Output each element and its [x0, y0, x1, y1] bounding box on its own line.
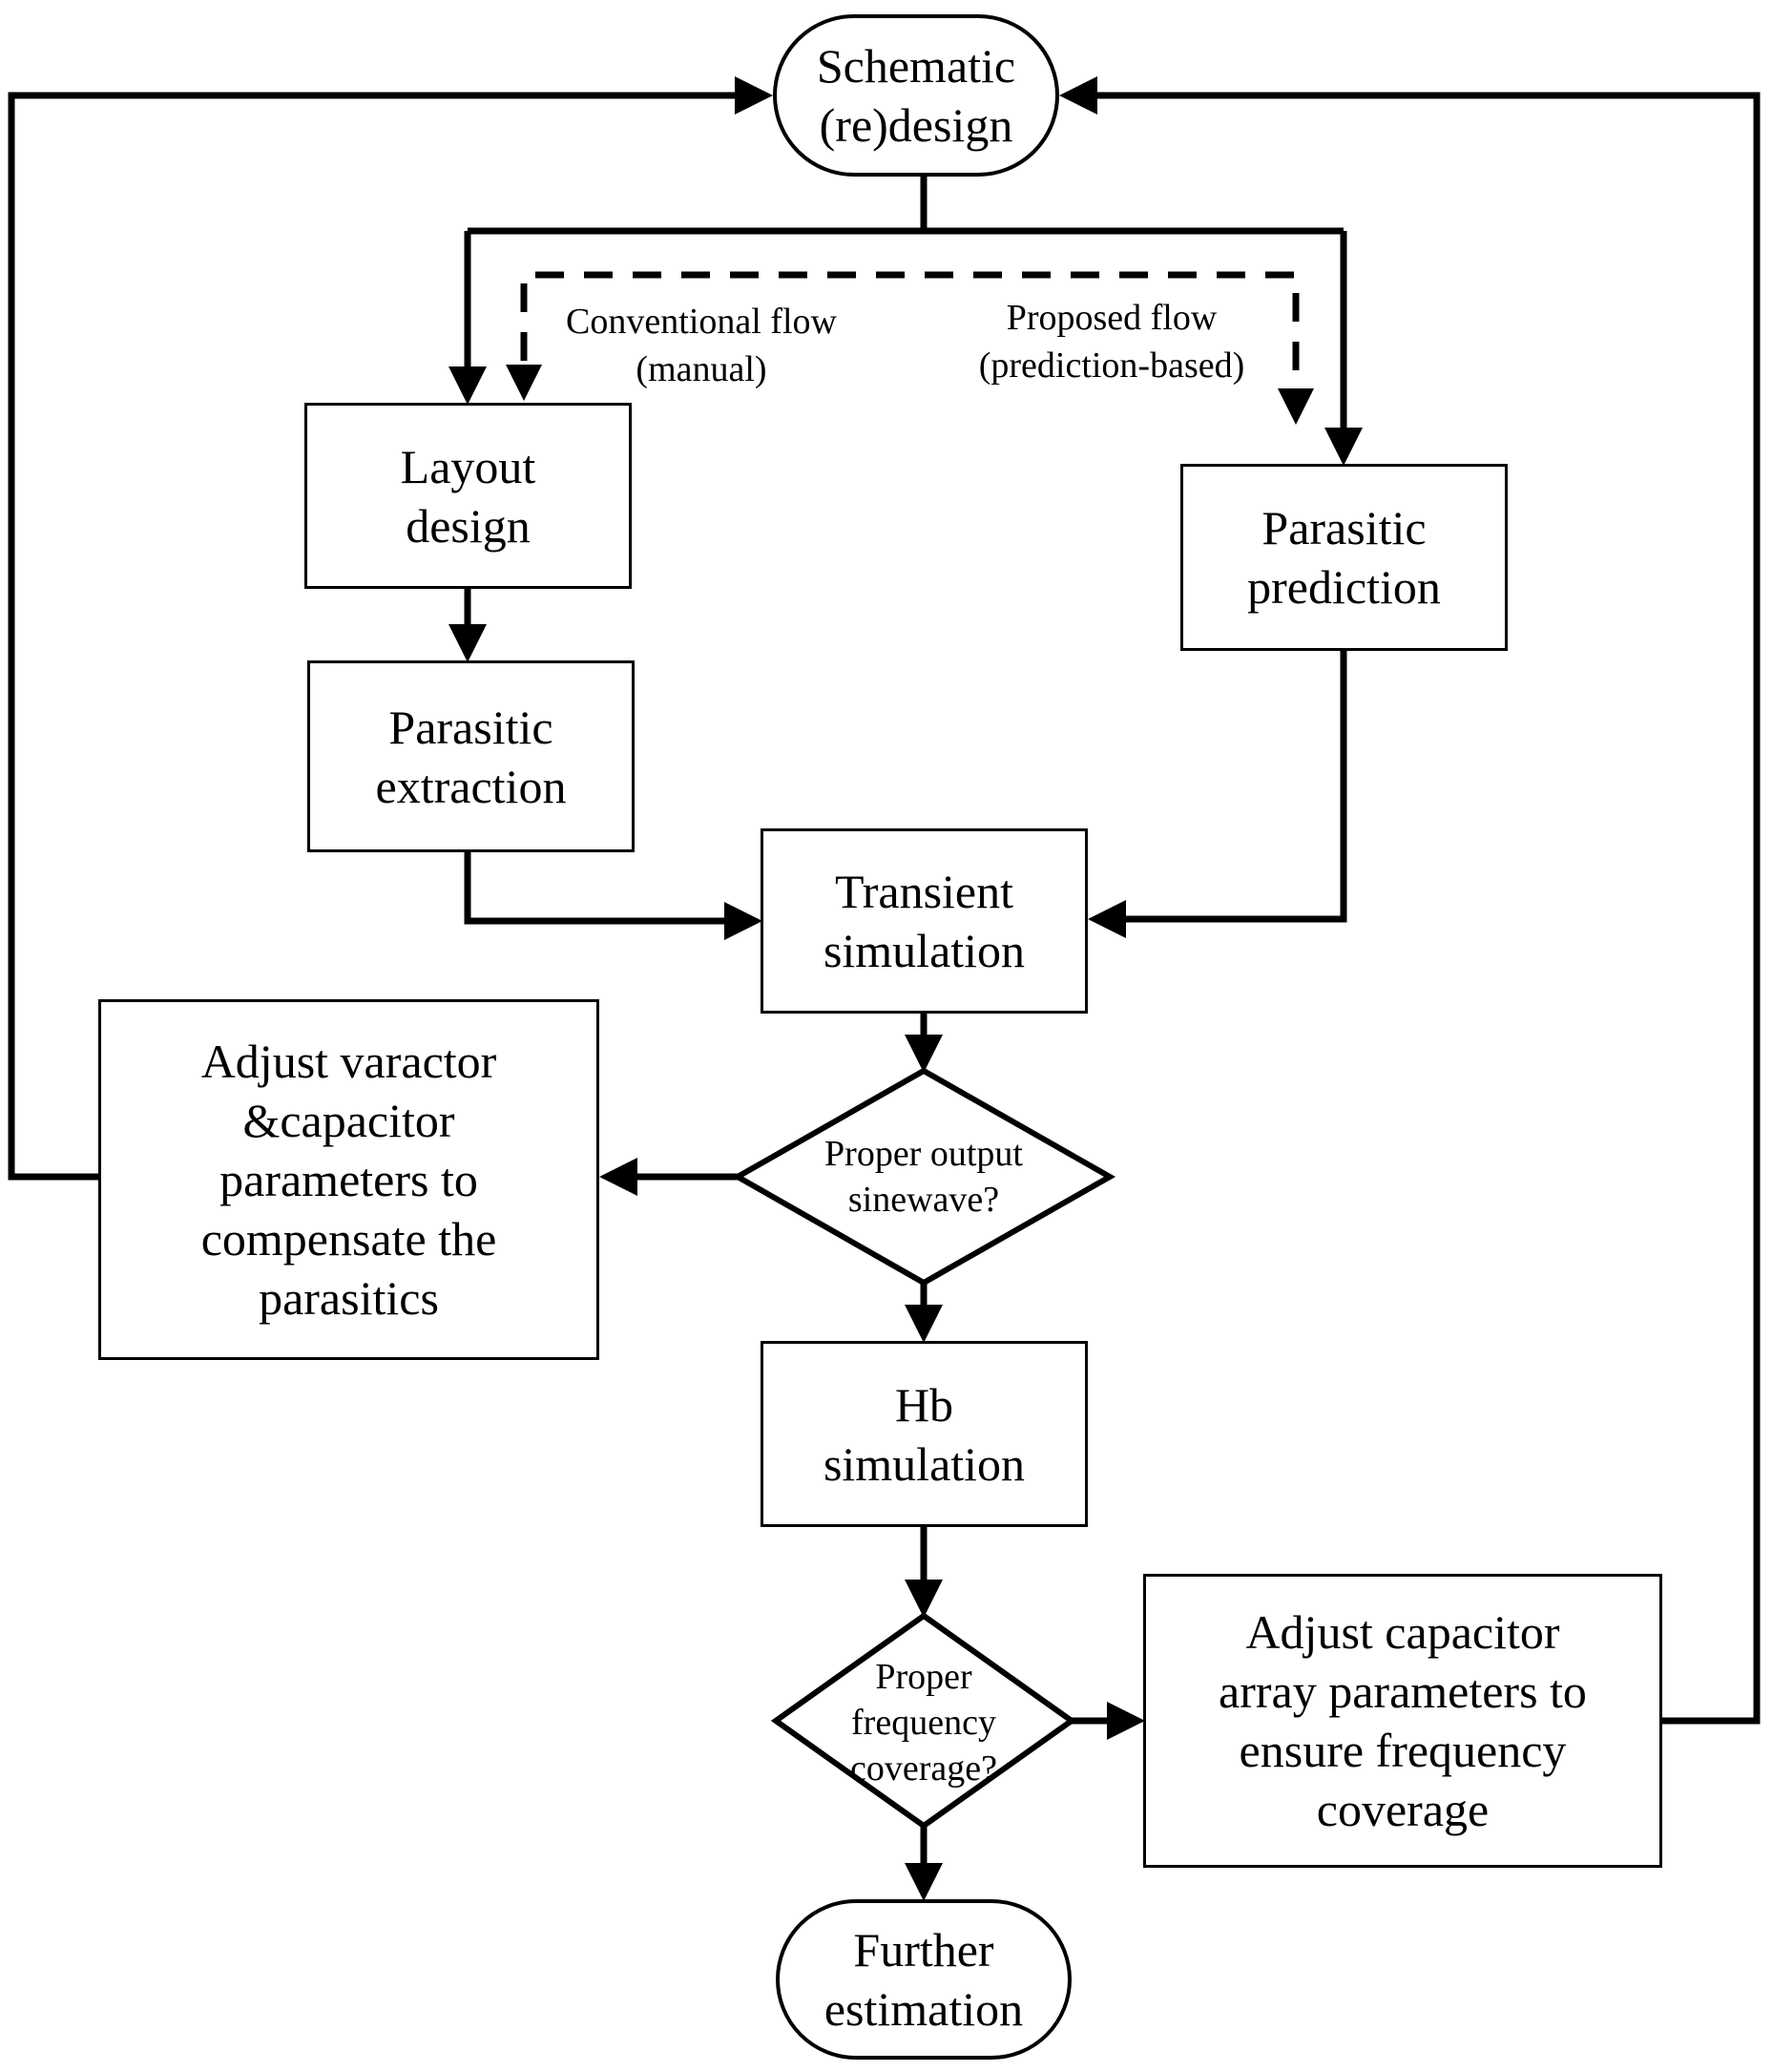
node-parasitic-extraction: Parasitic extraction [307, 660, 635, 852]
node-adjust-capacitor: Adjust capacitor array parameters to ens… [1143, 1574, 1662, 1868]
node-further-estimation: Further estimation [776, 1899, 1072, 2060]
node-transient-simulation: Transient simulation [761, 828, 1088, 1014]
arrowhead-into-transient-right [1088, 900, 1126, 938]
arrowhead-to-extraction [448, 624, 487, 662]
node-hb-simulation-label: Hb simulation [823, 1377, 1026, 1491]
arrowhead-dashed-left [506, 365, 542, 401]
arrowhead-to-layout [448, 366, 487, 405]
arrowhead-to-prediction [1324, 428, 1363, 466]
node-transient-simulation-label: Transient simulation [823, 865, 1026, 977]
edge-adjust-varactor-to-schematic [8, 92, 735, 1181]
node-sinewave-decision-label: Proper output sinewave? [824, 1134, 1023, 1220]
arrowhead-into-schematic-left [735, 76, 773, 115]
node-schematic-redesign: Schematic (re)design [773, 14, 1059, 177]
arrowhead-to-coverage [905, 1580, 943, 1618]
arrowheads [448, 76, 1363, 1901]
edge-prediction-to-transient [1126, 651, 1347, 923]
solid-connectors [8, 92, 1761, 1863]
node-hb-simulation: Hb simulation [761, 1341, 1088, 1527]
decision-sinewave-shape [731, 1067, 1116, 1287]
label-conventional-flow: Conventional flow (manual) [566, 302, 837, 389]
node-layout-design: Layout design [304, 403, 632, 589]
arrowhead-into-schematic-right [1059, 76, 1097, 115]
arrowhead-dashed-right [1278, 388, 1314, 425]
node-coverage-decision-label: Proper frequency coverage? [850, 1657, 997, 1789]
node-adjust-varactor-label: Adjust varactor &capacitor parameters to… [200, 1035, 497, 1325]
node-layout-design-label: Layout design [400, 439, 536, 553]
arrowhead-into-transient-left [724, 902, 762, 940]
arrowhead-to-sinewave [905, 1035, 943, 1073]
label-proposed-flow: Proposed flow (prediction-based) [978, 298, 1245, 386]
edge-adjust-capacitor-to-schematic [1097, 92, 1761, 1725]
node-schematic-redesign-label: Schematic (re)design [816, 39, 1016, 152]
arrowhead-to-adjust-varactor [599, 1158, 637, 1196]
node-adjust-varactor: Adjust varactor &capacitor parameters to… [98, 999, 599, 1360]
decision-shapes [731, 1067, 1116, 1830]
arrowhead-to-hb [905, 1305, 943, 1343]
arrowhead-to-further [905, 1863, 943, 1901]
edge-extraction-to-transient [464, 852, 724, 925]
arrowhead-to-adjust-capacitor [1107, 1702, 1145, 1740]
node-further-estimation-label: Further estimation [823, 1923, 1024, 2036]
node-parasitic-prediction-label: Parasitic prediction [1247, 501, 1441, 614]
node-adjust-capacitor-label: Adjust capacitor array parameters to ens… [1219, 1605, 1587, 1836]
node-parasitic-prediction: Parasitic prediction [1180, 464, 1508, 651]
node-parasitic-extraction-label: Parasitic extraction [375, 700, 567, 813]
decision-coverage-shape [770, 1612, 1077, 1830]
